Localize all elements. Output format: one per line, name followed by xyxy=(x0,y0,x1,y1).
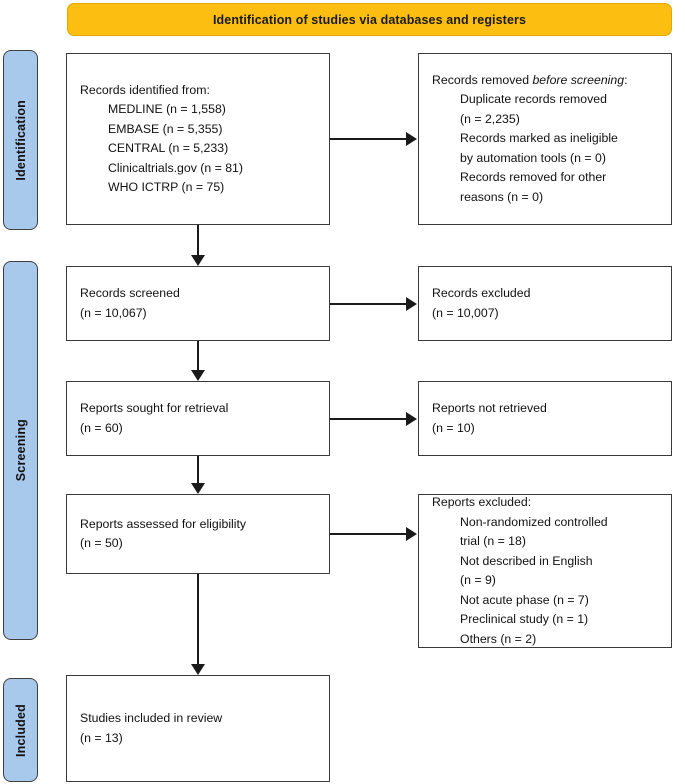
box-reports-sought: Reports sought for retrieval (n = 60) xyxy=(66,381,330,456)
box-records-screened-body: Records screened (n = 10,067) xyxy=(67,284,329,323)
connector-sought-to-not-retrieved xyxy=(330,418,407,420)
records-identified-item: Clinicaltrials.gov (n = 81) xyxy=(108,160,243,175)
box-records-identified-body: Records identified from: MEDLINE (n = 1,… xyxy=(67,81,329,198)
reports-excluded-item: Non-randomized controlled xyxy=(460,514,608,529)
reports-excluded-item: Not described in English xyxy=(460,553,593,568)
box-reports-not-retrieved-body: Reports not retrieved (n = 10) xyxy=(419,399,671,438)
records-removed-item: Records removed for other xyxy=(460,170,607,185)
connector-sought-to-assessed xyxy=(197,456,199,483)
box-reports-excluded-body: Reports excluded: Non-randomized control… xyxy=(419,493,671,649)
records-removed-heading: Records removed before screening: xyxy=(432,71,658,91)
connector-screened-to-excluded xyxy=(330,303,407,305)
records-identified-item: CENTRAL (n = 5,233) xyxy=(108,141,229,155)
stage-rail-screening: Screening xyxy=(3,261,38,640)
studies-included-label: Studies included in review xyxy=(80,711,223,725)
reports-assessed-count: (n = 50) xyxy=(80,536,123,550)
box-records-removed-body: Records removed before screening: Duplic… xyxy=(419,71,671,208)
arrowhead-right-icon xyxy=(406,132,417,146)
reports-sought-label: Reports sought for retrieval xyxy=(80,401,229,415)
box-studies-included-body: Studies included in review (n = 13) xyxy=(67,709,329,748)
banner-title: Identification of studies via databases … xyxy=(212,12,527,27)
records-removed-item: reasons (n = 0) xyxy=(460,189,544,204)
reports-excluded-item: Others (n = 2) xyxy=(460,631,537,646)
records-removed-heading-suffix: : xyxy=(624,72,628,87)
box-studies-included: Studies included in review (n = 13) xyxy=(66,675,330,782)
records-removed-heading-prefix: Records removed xyxy=(432,72,533,87)
box-records-identified: Records identified from: MEDLINE (n = 1,… xyxy=(66,53,330,225)
stage-rail-identification-label: Identification xyxy=(13,99,28,181)
stage-rail-identification: Identification xyxy=(3,50,38,230)
records-removed-item: Duplicate records removed xyxy=(460,92,607,107)
reports-assessed-label: Reports assessed for eligibility xyxy=(80,516,247,531)
arrowhead-right-icon xyxy=(406,297,417,311)
reports-excluded-heading: Reports excluded: xyxy=(432,495,532,509)
connector-assessed-to-included xyxy=(197,574,199,664)
records-identified-item: MEDLINE (n = 1,558) xyxy=(108,102,226,116)
records-removed-item: by automation tools (n = 0) xyxy=(460,150,606,165)
box-records-excluded-body: Records excluded (n = 10,007) xyxy=(419,284,671,323)
stage-rail-screening-label: Screening xyxy=(13,419,28,482)
box-records-excluded: Records excluded (n = 10,007) xyxy=(418,266,672,341)
records-excluded-count: (n = 10,007) xyxy=(432,305,499,320)
studies-included-count: (n = 13) xyxy=(80,730,123,745)
records-identified-item: WHO ICTRP (n = 75) xyxy=(108,180,225,194)
arrowhead-down-icon xyxy=(191,664,205,675)
arrowhead-right-icon xyxy=(406,527,417,541)
records-removed-item: (n = 2,235) xyxy=(460,111,520,126)
records-identified-item: EMBASE (n = 5,355) xyxy=(108,121,223,136)
connector-identified-to-removed xyxy=(330,138,407,140)
reports-excluded-item: trial (n = 18) xyxy=(460,534,526,548)
arrowhead-down-icon xyxy=(191,370,205,381)
records-removed-item: Records marked as ineligible xyxy=(460,131,618,146)
box-reports-assessed: Reports assessed for eligibility (n = 50… xyxy=(66,494,330,574)
records-excluded-label: Records excluded xyxy=(432,286,531,300)
reports-not-retrieved-label: Reports not retrieved xyxy=(432,401,547,415)
records-removed-heading-emphasis: before screening xyxy=(532,72,625,87)
stage-rail-included: Included xyxy=(3,678,38,782)
box-reports-excluded: Reports excluded: Non-randomized control… xyxy=(418,494,672,648)
box-records-removed: Records removed before screening: Duplic… xyxy=(418,53,672,225)
stage-rail-included-label: Included xyxy=(13,703,28,757)
box-reports-not-retrieved: Reports not retrieved (n = 10) xyxy=(418,381,672,456)
reports-excluded-item: (n = 9) xyxy=(460,573,496,587)
connector-screened-to-sought xyxy=(197,341,199,370)
reports-excluded-item: Preclinical study (n = 1) xyxy=(460,612,589,626)
arrowhead-down-icon xyxy=(191,255,205,266)
arrowhead-down-icon xyxy=(191,483,205,494)
diagram-banner: Identification of studies via databases … xyxy=(67,3,672,36)
connector-assessed-to-reports-excluded xyxy=(330,533,407,535)
reports-excluded-item: Not acute phase (n = 7) xyxy=(460,592,589,607)
records-screened-label: Records screened xyxy=(80,286,180,300)
reports-not-retrieved-count: (n = 10) xyxy=(432,420,475,435)
box-records-screened: Records screened (n = 10,067) xyxy=(66,266,330,341)
box-reports-sought-body: Reports sought for retrieval (n = 60) xyxy=(67,399,329,438)
records-identified-heading: Records identified from: xyxy=(80,82,210,97)
records-screened-count: (n = 10,067) xyxy=(80,305,147,320)
reports-sought-count: (n = 60) xyxy=(80,420,123,435)
box-reports-assessed-body: Reports assessed for eligibility (n = 50… xyxy=(67,515,329,554)
connector-identified-to-screened xyxy=(197,225,199,255)
arrowhead-right-icon xyxy=(406,412,417,426)
